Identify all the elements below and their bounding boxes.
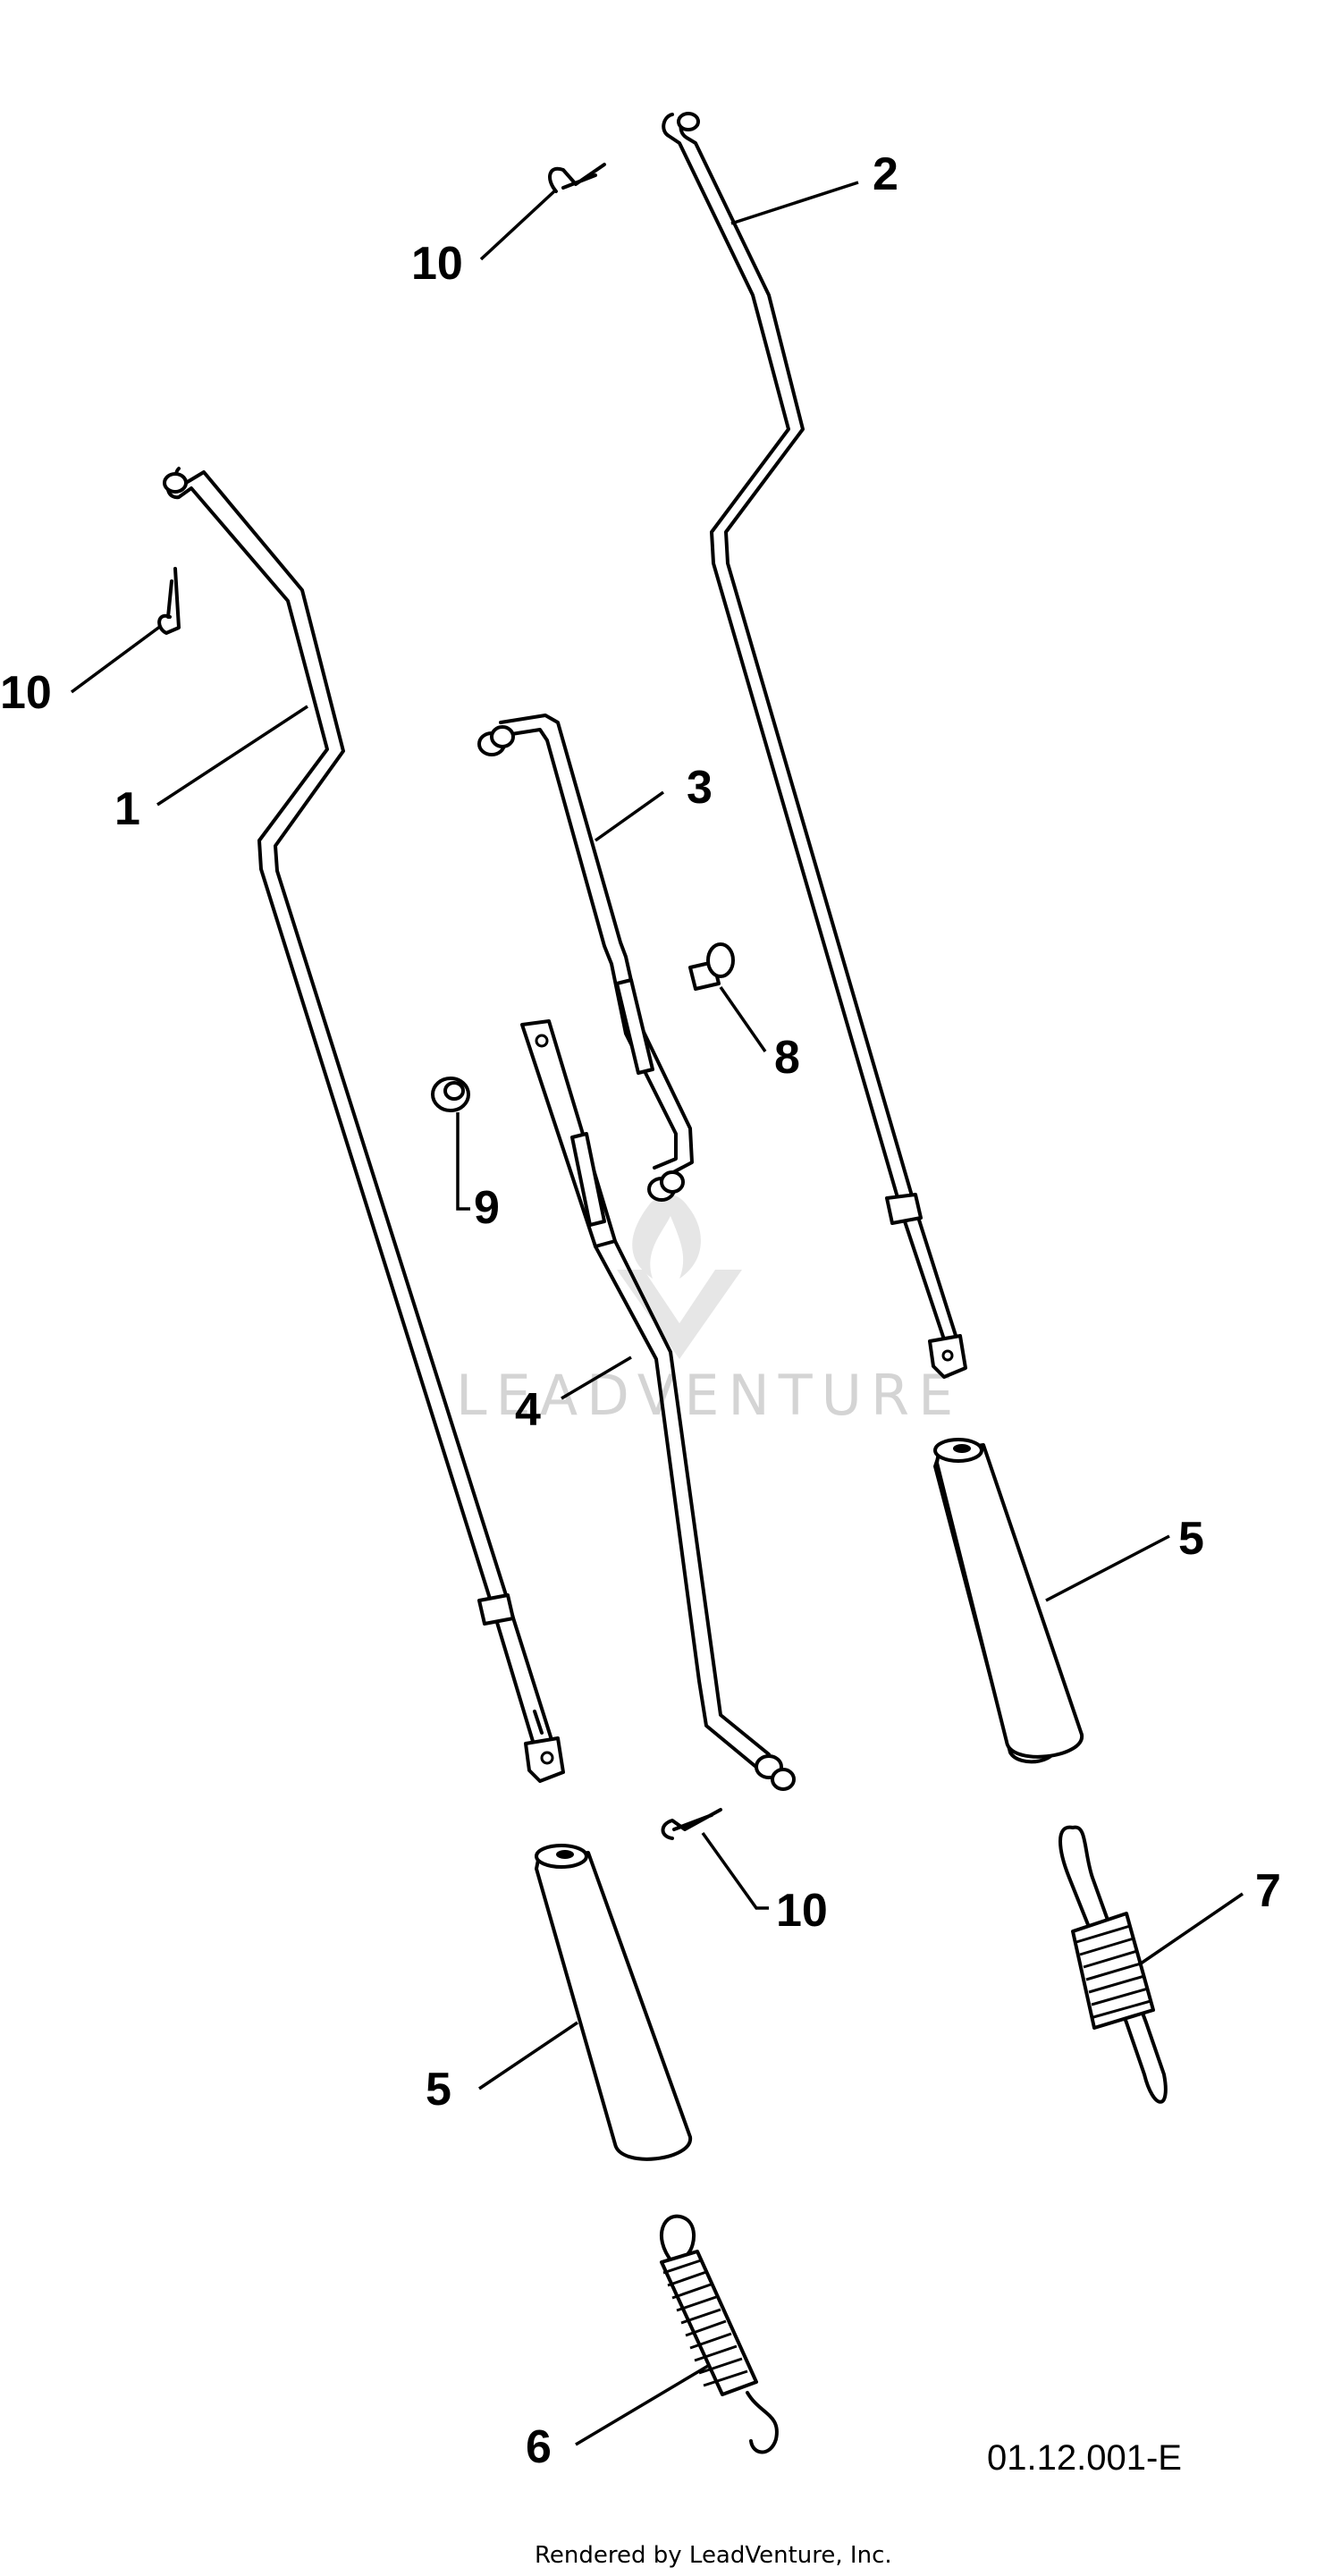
- part-10-clip-bottom: [661, 1808, 722, 1840]
- part-5-tube-upper: [933, 1438, 1084, 1764]
- part-6-spring: [660, 2214, 779, 2454]
- callout-2: 2: [873, 148, 898, 200]
- part-4-rod: [520, 1019, 796, 1791]
- callout-4: 4: [515, 1384, 541, 1436]
- callout-10-top: 10: [411, 238, 463, 290]
- part-5-tube-lower: [535, 1844, 692, 2161]
- callout-9: 9: [474, 1182, 500, 1234]
- watermark-text: LEADVENTURE: [456, 1363, 962, 1428]
- footer-credit: Rendered by LeadVenture, Inc.: [535, 2542, 892, 2569]
- part-10-clip-top: [548, 163, 606, 193]
- watermark: LEADVENTURE: [456, 1194, 962, 1428]
- callout-8: 8: [774, 1032, 800, 1084]
- part-2-rod: [662, 112, 967, 1379]
- part-3-rod: [477, 714, 694, 1202]
- callout-10-left: 10: [0, 667, 52, 719]
- callout-3: 3: [687, 762, 713, 814]
- leader-lines: [70, 181, 1244, 2446]
- callout-7: 7: [1255, 1865, 1281, 1917]
- callout-5-upper: 5: [1178, 1513, 1204, 1565]
- callout-6: 6: [526, 2421, 552, 2473]
- callout-1: 1: [114, 783, 140, 835]
- callout-5-lower: 5: [426, 2064, 451, 2116]
- diagram-code: 01.12.001-E: [987, 2438, 1182, 2478]
- part-10-clip-left: [157, 567, 181, 635]
- callouts: 2 10 10 1 3 8 9 4 5 5 10 7 6: [0, 148, 1281, 2473]
- part-8-bolt: [688, 942, 735, 991]
- part-1-rod: [163, 467, 565, 1783]
- part-7-spring: [1058, 1825, 1168, 2104]
- callout-10-bottom: 10: [776, 1885, 828, 1937]
- part-9-nut: [431, 1077, 470, 1112]
